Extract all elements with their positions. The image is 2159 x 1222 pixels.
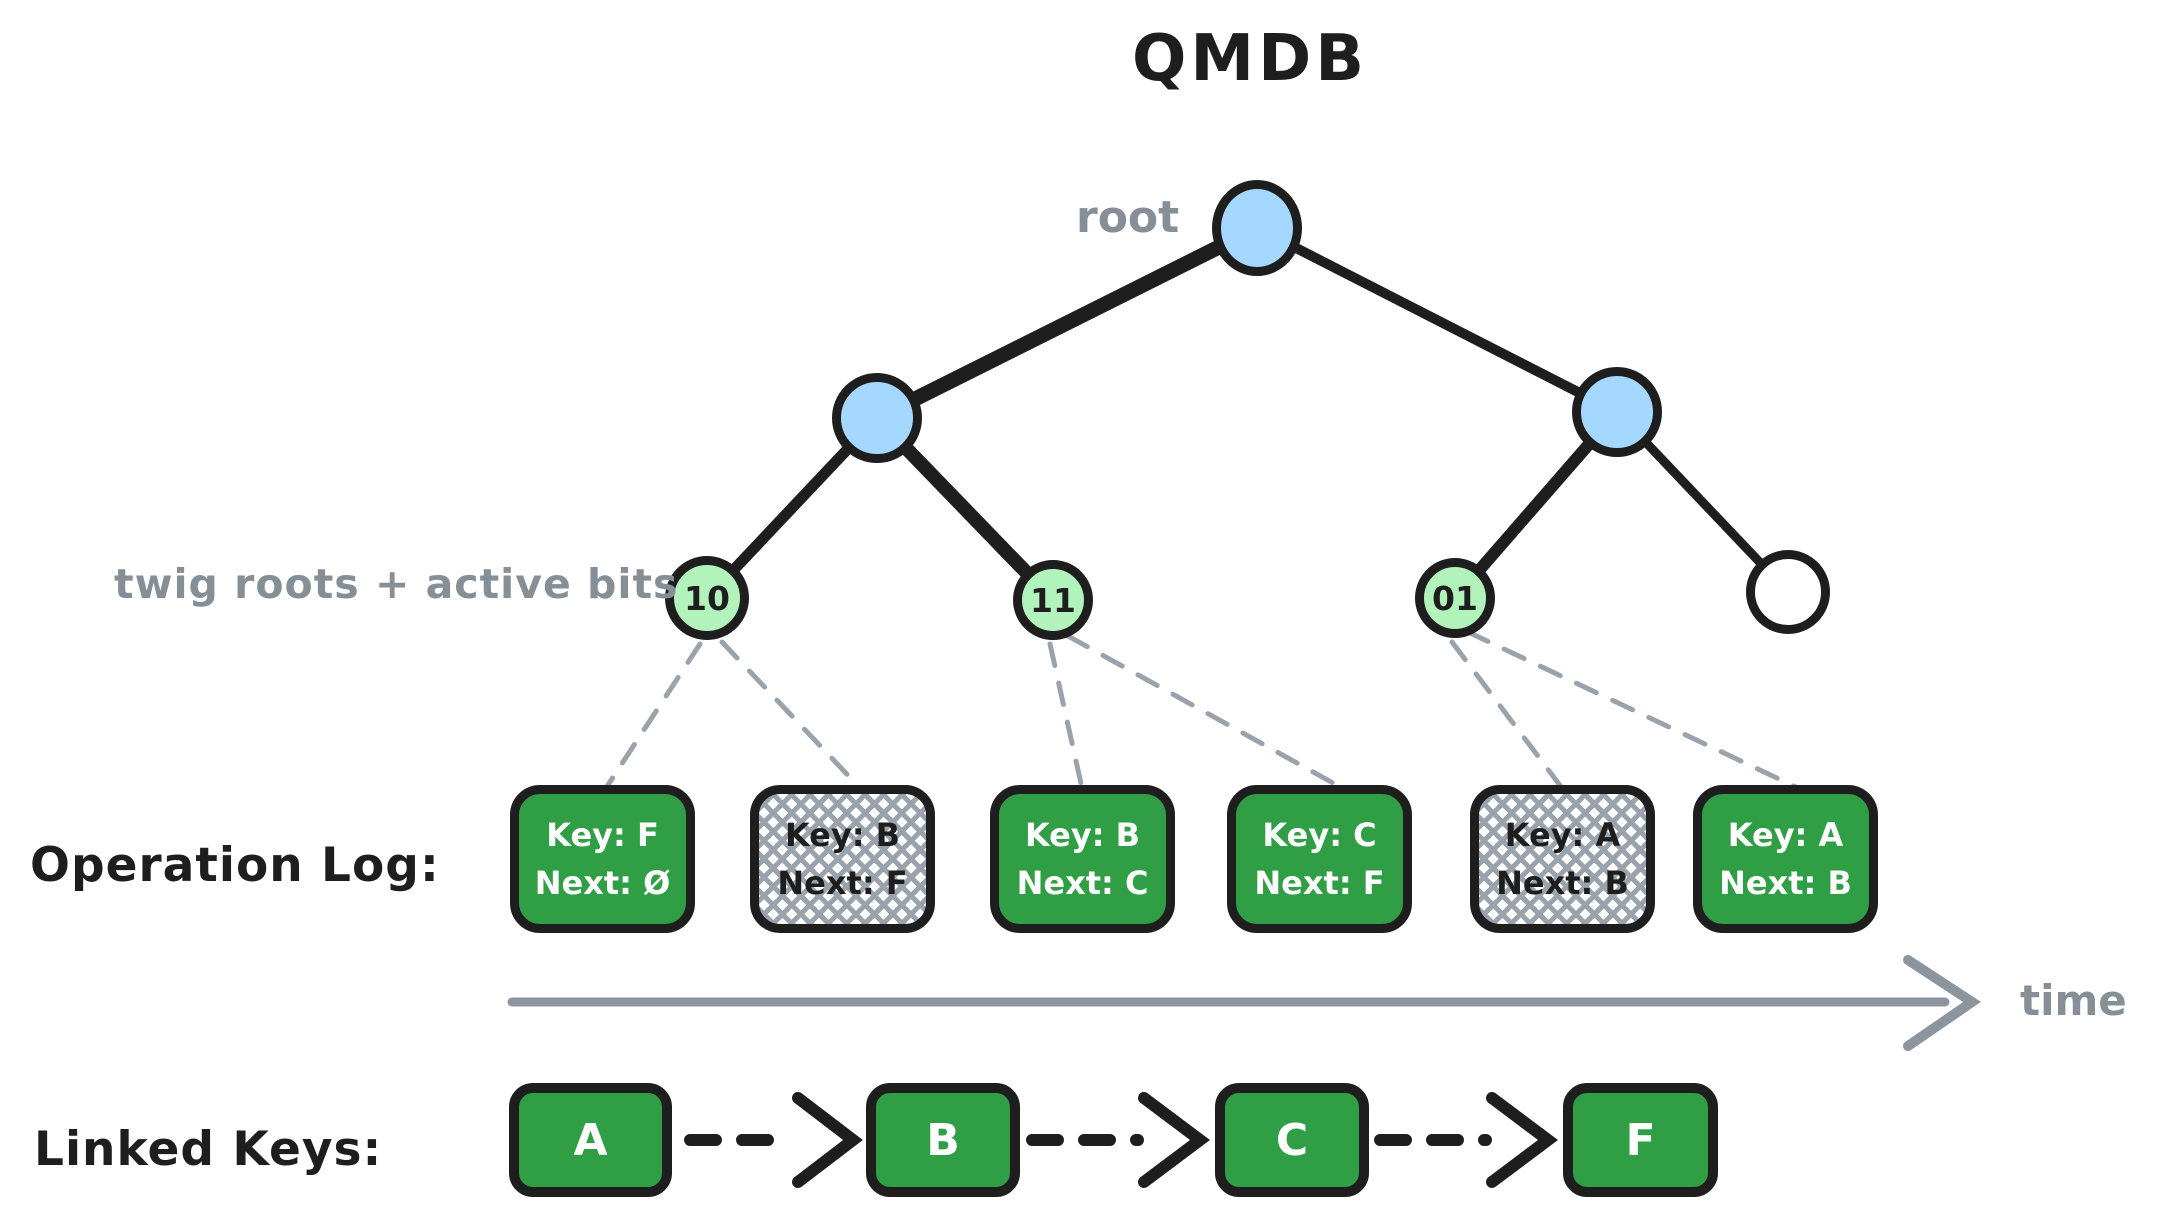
root-node-label: root — [1076, 192, 1180, 243]
linked-key-a-label: A — [573, 1114, 608, 1166]
oplog-entry-4-key: Key: C — [1262, 816, 1377, 854]
twig-node-01-label: 01 — [1432, 578, 1478, 618]
linked-arrowhead-a-b — [792, 1092, 863, 1188]
linked-key-f-label: F — [1625, 1114, 1656, 1166]
twig-roots-label: twig roots + active bits — [114, 560, 679, 608]
oplog-entry-5: Key: A Next: B — [1470, 785, 1655, 933]
linked-arrowhead-b-c — [1138, 1092, 1210, 1188]
tree-edge-root-right — [1252, 223, 1622, 417]
linked-key-b: B — [866, 1083, 1020, 1197]
time-arrow — [507, 955, 1981, 1051]
oplog-entry-6-next: Next: B — [1719, 864, 1852, 902]
linked-key-f: F — [1563, 1083, 1718, 1197]
linked-keys-label: Linked Keys: — [34, 1122, 383, 1177]
linked-key-arrows — [684, 1092, 1558, 1188]
oplog-entry-2-next: Next: F — [777, 864, 908, 902]
twig-node-11: 11 — [1013, 560, 1093, 640]
linked-arrowhead-c-f — [1486, 1092, 1558, 1188]
internal-node-left — [832, 373, 922, 463]
connector-11-box3 — [1047, 641, 1085, 791]
leaf-to-log-connectors — [603, 629, 1801, 791]
twig-node-01: 01 — [1415, 558, 1495, 638]
root-node — [1212, 180, 1302, 276]
oplog-entry-5-key: Key: A — [1504, 816, 1621, 854]
twig-node-empty — [1746, 550, 1830, 634]
internal-node-right — [1572, 367, 1662, 457]
time-axis-label: time — [2020, 976, 2127, 1025]
oplog-entry-3-key: Key: B — [1024, 816, 1141, 854]
connector-01-box5 — [1449, 639, 1565, 791]
page-title: QMDB — [1132, 22, 1368, 96]
oplog-entry-4: Key: C Next: F — [1227, 785, 1412, 933]
oplog-entry-3: Key: B Next: C — [990, 785, 1175, 933]
oplog-entry-1-key: Key: F — [546, 816, 659, 854]
oplog-entry-4-next: Next: F — [1254, 864, 1385, 902]
oplog-entry-1-next: Next: Ø — [534, 864, 671, 902]
twig-node-11-label: 11 — [1030, 580, 1076, 620]
oplog-entry-5-next: Next: B — [1496, 864, 1629, 902]
linked-key-c-label: C — [1275, 1114, 1309, 1166]
twig-node-10: 10 — [665, 556, 749, 640]
oplog-entry-2: Key: B Next: F — [750, 785, 935, 933]
oplog-entry-3-next: Next: C — [1016, 864, 1149, 902]
connector-11-box4 — [1065, 633, 1345, 791]
twig-node-10-label: 10 — [684, 578, 730, 618]
tree-edge-root-left — [869, 220, 1265, 426]
linked-key-a: A — [509, 1083, 672, 1197]
linked-key-c: C — [1215, 1083, 1369, 1197]
oplog-entry-2-key: Key: B — [784, 816, 901, 854]
connector-01-box6 — [1465, 629, 1801, 791]
oplog-entry-6: Key: A Next: B — [1693, 785, 1878, 933]
linked-key-b-label: B — [926, 1114, 960, 1166]
operation-log-label: Operation Log: — [30, 838, 440, 893]
connector-10-box2 — [719, 639, 863, 791]
connector-10-box1 — [603, 641, 703, 791]
oplog-entry-1: Key: F Next: Ø — [510, 785, 695, 933]
oplog-entry-6-key: Key: A — [1727, 816, 1844, 854]
